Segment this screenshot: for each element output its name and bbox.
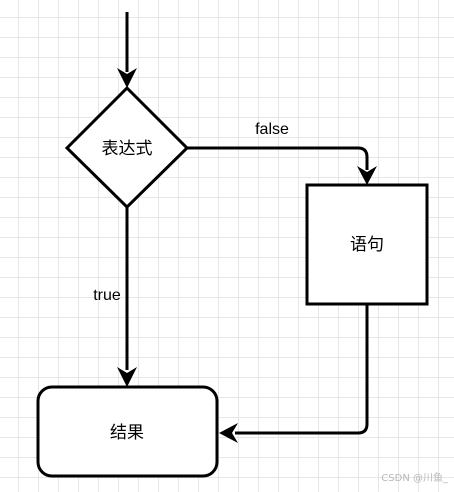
watermark-text: CSDN @川鱼_ [381, 473, 448, 484]
result-label: 结果 [110, 423, 144, 443]
true-edge [117, 207, 137, 387]
true-edge-label: true [93, 287, 121, 304]
false-edge [187, 146, 377, 185]
decision-label: 表达式 [102, 139, 153, 159]
statement-node[interactable]: 语句 [305, 183, 429, 306]
false-edge-label: false [255, 121, 289, 138]
statement-label: 语句 [350, 235, 384, 255]
result-node[interactable]: 结果 [36, 385, 219, 478]
statement-to-result-edge [219, 304, 369, 443]
decision-node[interactable]: 表达式 [64, 85, 190, 210]
entry-arrow [117, 12, 137, 88]
